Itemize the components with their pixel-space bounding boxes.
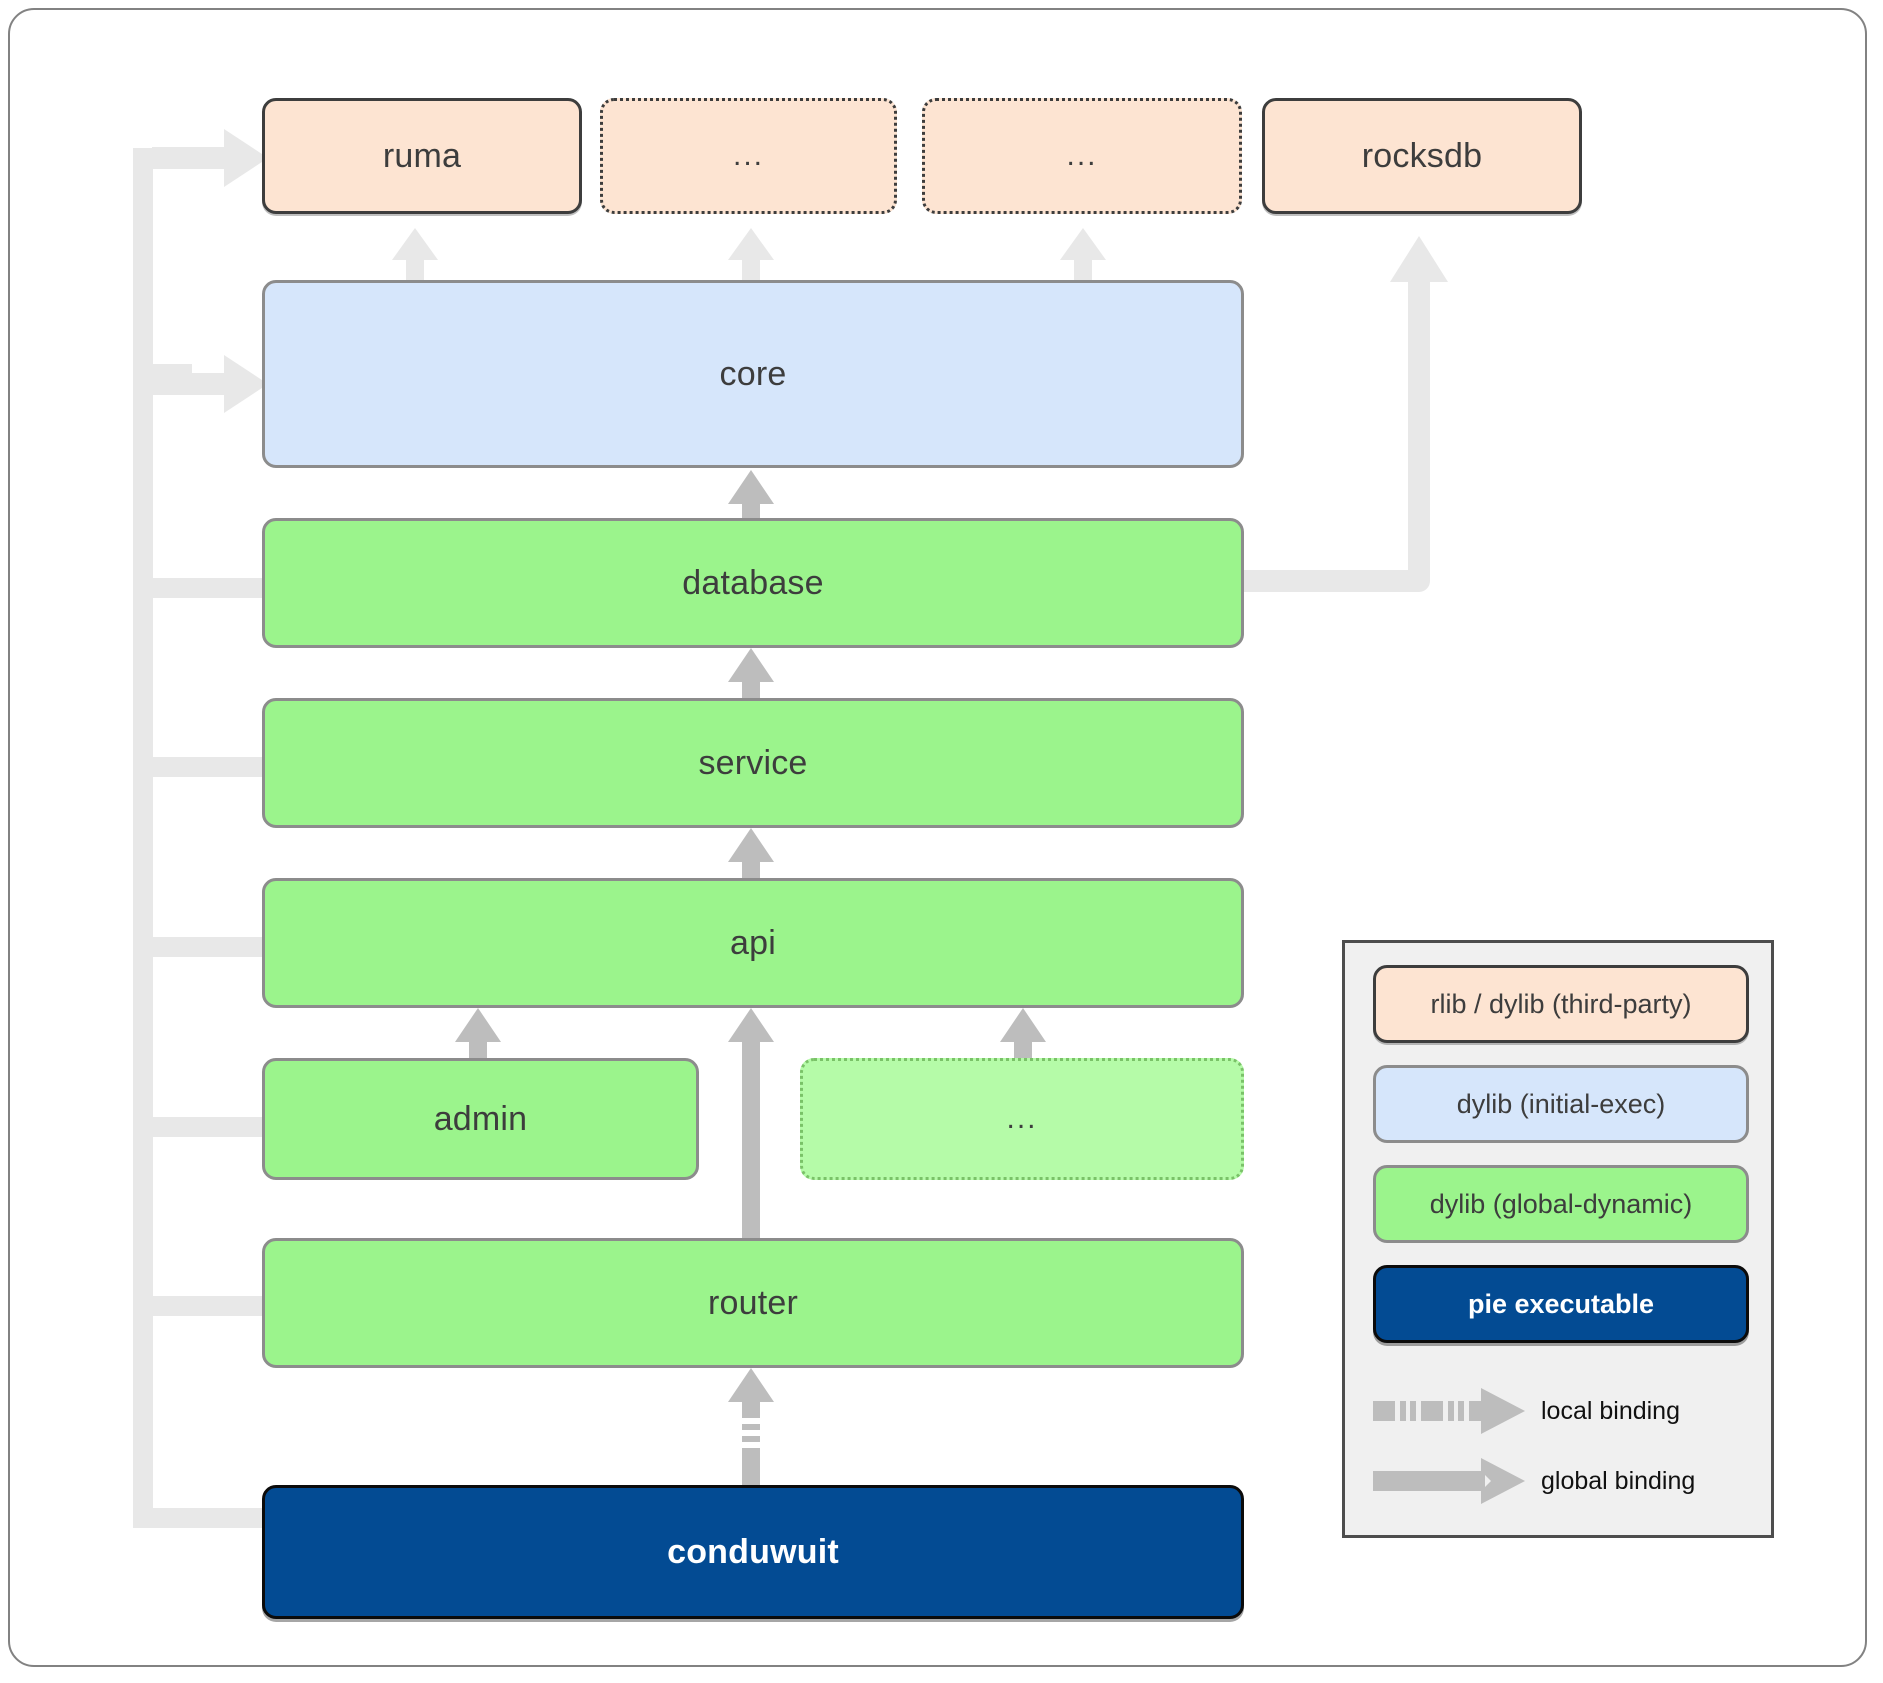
legend-item-global-dynamic-label: dylib (global-dynamic)	[1429, 1188, 1693, 1219]
node-third-party-2[interactable]: ...	[600, 98, 897, 214]
database-to-rocksdb-vertical	[1408, 300, 1430, 580]
legend-global-binding-label: global binding	[1541, 1466, 1696, 1495]
arrow-core-to-third-party-3	[1060, 228, 1106, 284]
arrow-more-to-api	[1000, 1008, 1046, 1070]
legend-item-third-party-label: rlib / dylib (third-party)	[1430, 988, 1692, 1019]
node-api-label: api	[730, 923, 776, 962]
local-binding-arrow-icon	[1373, 1388, 1525, 1434]
arrow-conduwuit-to-router	[728, 1368, 774, 1486]
node-service-label: service	[698, 743, 808, 782]
node-service[interactable]: service	[262, 698, 1244, 828]
arrow-router-to-api	[728, 1008, 774, 1240]
arrow-bus-to-core	[152, 355, 268, 413]
arrow-database-to-rocksdb	[1390, 236, 1448, 316]
node-conduwuit[interactable]: conduwuit	[262, 1485, 1244, 1619]
node-core-label: core	[719, 354, 787, 393]
legend-item-third-party: rlib / dylib (third-party)	[1373, 965, 1749, 1043]
arrow-database-to-core	[728, 470, 774, 532]
left-bus-trunk	[133, 148, 153, 1528]
left-bus-stub-admin	[152, 1117, 267, 1137]
legend-item-initial-exec: dylib (initial-exec)	[1373, 1065, 1749, 1143]
left-bus-bottom-segment	[133, 1508, 263, 1528]
legend-item-pie-executable: pie executable	[1373, 1265, 1749, 1343]
arrow-bus-to-ruma	[152, 129, 268, 187]
node-database[interactable]: database	[262, 518, 1244, 648]
global-binding-arrow-icon	[1373, 1458, 1525, 1504]
node-admin[interactable]: admin	[262, 1058, 699, 1180]
node-ruma[interactable]: ruma	[262, 98, 582, 214]
node-third-party-2-label: ...	[732, 139, 764, 172]
left-bus-stub-router	[152, 1296, 267, 1316]
node-admin-label: admin	[433, 1099, 528, 1138]
left-bus-stub-database	[152, 578, 267, 598]
node-api[interactable]: api	[262, 878, 1244, 1008]
node-rocksdb-label: rocksdb	[1361, 136, 1483, 175]
node-core[interactable]: core	[262, 280, 1244, 468]
node-global-dynamic-more-label: ...	[1006, 1102, 1038, 1135]
node-third-party-3[interactable]: ...	[922, 98, 1242, 214]
arrow-service-to-database	[728, 648, 774, 710]
legend-row-local-binding: local binding	[1373, 1381, 1749, 1441]
legend-item-global-dynamic: dylib (global-dynamic)	[1373, 1165, 1749, 1243]
node-router[interactable]: router	[262, 1238, 1244, 1368]
legend-row-global-binding: global binding	[1373, 1451, 1749, 1511]
node-conduwuit-label: conduwuit	[667, 1532, 839, 1571]
legend-local-binding-label: local binding	[1541, 1396, 1680, 1425]
arrow-core-to-third-party-2	[728, 228, 774, 284]
legend-panel: rlib / dylib (third-party) dylib (initia…	[1342, 940, 1774, 1538]
node-third-party-3-label: ...	[1066, 139, 1098, 172]
node-database-label: database	[682, 563, 824, 602]
arrow-core-to-ruma	[392, 228, 438, 284]
legend-item-initial-exec-label: dylib (initial-exec)	[1456, 1088, 1666, 1119]
arrow-admin-to-api	[455, 1008, 501, 1070]
database-to-rocksdb-horizontal	[1240, 570, 1430, 592]
arrow-api-to-service	[728, 828, 774, 890]
node-rocksdb[interactable]: rocksdb	[1262, 98, 1582, 214]
node-router-label: router	[707, 1283, 799, 1322]
left-bus-stub-service	[152, 757, 267, 777]
legend-item-pie-executable-label: pie executable	[1467, 1288, 1655, 1319]
left-bus-stub-api	[152, 937, 267, 957]
node-global-dynamic-more[interactable]: ...	[800, 1058, 1244, 1180]
node-ruma-label: ruma	[382, 136, 462, 175]
